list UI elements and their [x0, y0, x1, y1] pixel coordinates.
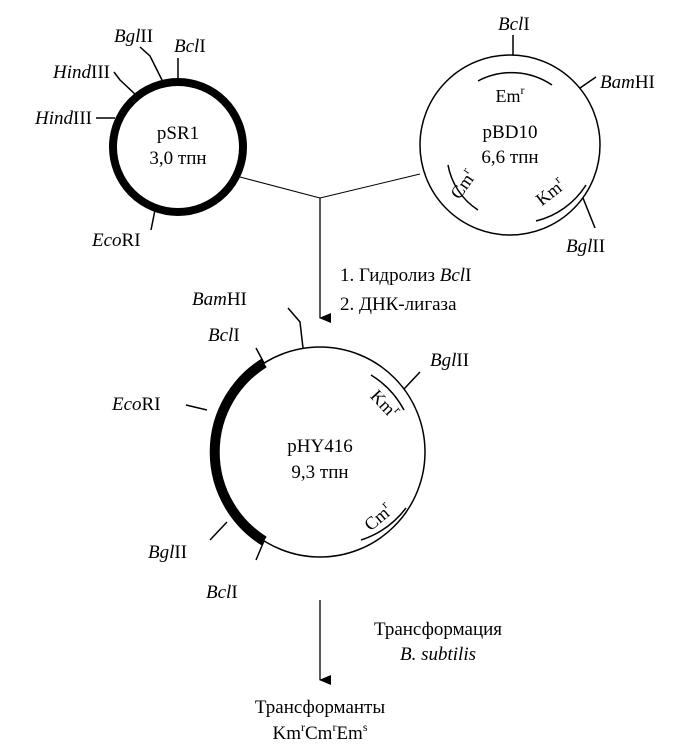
merge-line-right — [319, 173, 421, 199]
pbd10-em-label: Emr — [496, 83, 525, 106]
pbd10-km-label: Kmr — [530, 172, 569, 209]
pbd10-bcli-label: BclI — [498, 14, 530, 35]
pbd10-bglii-label: BglII — [566, 236, 605, 257]
step1-label: 1. Гидролиз BclI — [340, 265, 471, 286]
result-phenotype: KmrCmrEms — [272, 720, 367, 744]
step2-label: 2. ДНК-лигаза — [340, 294, 457, 315]
phy416-bglii-left-label: BglII — [148, 542, 187, 563]
phy416-ecori-tick — [185, 404, 208, 411]
phy416-name: pHY416 — [287, 436, 352, 457]
plasmid-phy416: pHY416 9,3 тпн Kmr Cmr BamHI BclI EcoRI … — [111, 289, 469, 603]
phy416-psr1-segment — [209, 358, 267, 546]
pbd10-bglii-tick — [582, 197, 596, 229]
phy416-bglii-right-tick — [403, 371, 421, 390]
merge-line-left — [239, 176, 321, 199]
pbd10-cm-arc — [447, 164, 479, 211]
psr1-ecori-tick — [150, 209, 156, 231]
merge-connector — [239, 173, 421, 323]
pbd10-size: 6,6 тпн — [481, 147, 538, 168]
phy416-bcli-top-tick — [255, 347, 265, 364]
psr1-hindiii-lower-label: HindIII — [34, 108, 92, 129]
phy416-bcli-top-label: BclI — [208, 325, 240, 346]
psr1-ecori-label: EcoRI — [91, 230, 141, 251]
phy416-km-arc — [370, 374, 405, 411]
psr1-bglii-label: BglII — [114, 26, 153, 47]
phy416-km-label: Kmr — [367, 384, 405, 422]
phy416-bcli-bottom-tick — [255, 540, 265, 561]
pbd10-km-arc — [535, 184, 587, 222]
psr1-hindiii-upper-label: HindIII — [52, 62, 110, 83]
psr1-name: pSR1 — [157, 123, 199, 144]
pbd10-em-arc — [477, 71, 553, 86]
phy416-bamhi-label: BamHI — [192, 289, 247, 310]
plasmid-psr1: pSR1 3,0 тпн BglII BclI HindIII HindIII … — [34, 26, 247, 251]
plasmid-pbd10: pBD10 6,6 тпн Emr Cmr Kmr BclI BamHI Bgl… — [419, 14, 655, 257]
phy416-bcli-bottom-label: BclI — [206, 582, 238, 603]
psr1-size: 3,0 тпн — [149, 148, 206, 169]
phy416-bamhi-tick — [287, 307, 304, 349]
pbd10-bamhi-tick — [579, 76, 597, 89]
psr1-bglii-tick — [139, 46, 165, 85]
transformation-organism: B. subtilis — [400, 644, 476, 665]
transformation-label: Трансформация — [374, 619, 502, 640]
phy416-bglii-left-tick — [209, 521, 228, 541]
pbd10-name: pBD10 — [483, 122, 538, 143]
phy416-cm-arc — [360, 507, 407, 541]
psr1-bcli-label: BclI — [174, 36, 206, 57]
psr1-ring — [109, 78, 247, 216]
phy416-size: 9,3 тпн — [291, 462, 348, 483]
psr1-hindiii-upper-tick — [113, 71, 138, 97]
phy416-bglii-right-label: BglII — [430, 350, 469, 371]
phy416-ecori-label: EcoRI — [111, 394, 161, 415]
result-title: Трансформанты — [255, 697, 385, 718]
pbd10-ring — [419, 54, 601, 236]
pbd10-bamhi-label: BamHI — [600, 72, 655, 93]
